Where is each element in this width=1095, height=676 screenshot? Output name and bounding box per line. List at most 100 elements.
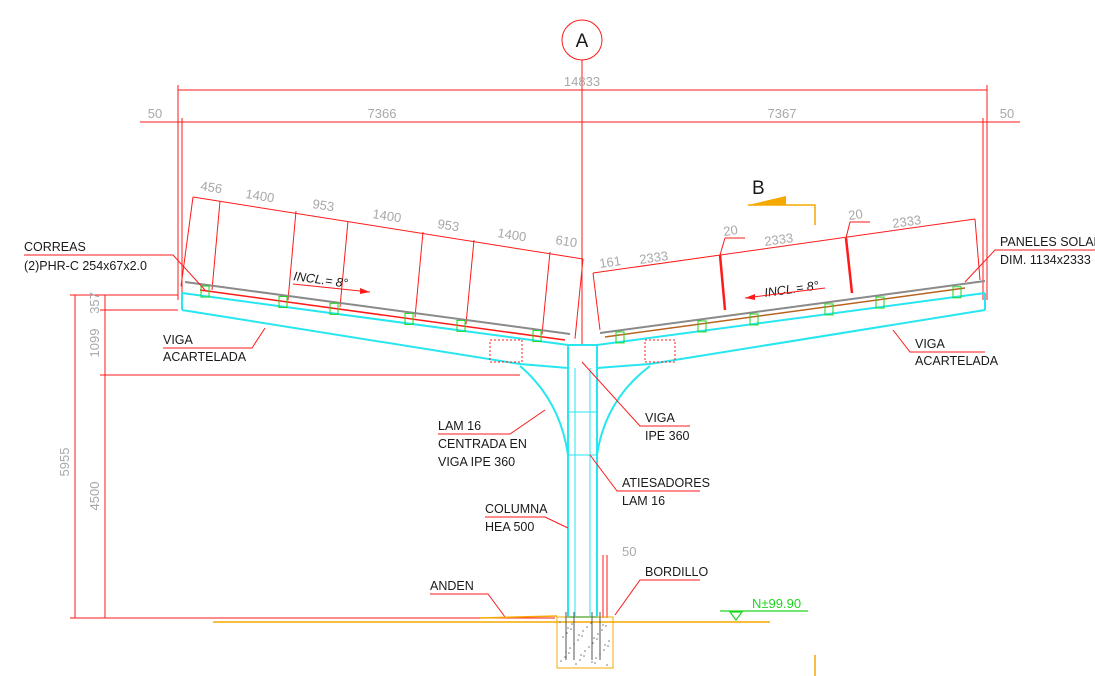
purlin xyxy=(200,285,210,298)
concrete-hatch xyxy=(559,621,561,623)
dim-5955: 5955 xyxy=(57,448,72,477)
concrete-hatch xyxy=(592,642,594,644)
concrete-hatch xyxy=(579,659,581,661)
concrete-hatch xyxy=(564,656,566,658)
concrete-hatch xyxy=(569,647,571,649)
label-ipe360: IPE 360 xyxy=(645,429,690,443)
level-text: N±99.90 xyxy=(752,596,801,611)
inclination-right: INCL.= 8° xyxy=(744,278,826,300)
dim-4500: 4500 xyxy=(87,482,102,511)
label-lam16: LAM 16 xyxy=(438,419,481,433)
right-beam-bottom xyxy=(596,309,986,369)
left-beam-bottom xyxy=(181,309,569,369)
dim-1099: 1099 xyxy=(87,329,102,358)
purlin xyxy=(456,319,466,332)
label-paneles-dim: DIM. 1134x2333 xyxy=(1000,253,1091,267)
concrete-hatch xyxy=(562,636,564,638)
dim-left-half: 7366 xyxy=(368,106,397,121)
purlin xyxy=(749,313,759,326)
right-solar-panel xyxy=(599,280,986,334)
concrete-hatch xyxy=(608,640,610,642)
dimension-extension-line xyxy=(339,220,349,308)
concrete-hatch xyxy=(571,623,573,625)
purlin xyxy=(278,296,288,309)
right-chain-dimensions: 161 2333 20 2333 20 2333 xyxy=(592,206,981,331)
label-centrada: CENTRADA EN xyxy=(438,437,527,451)
column-hea500 xyxy=(567,344,598,618)
concrete-hatch xyxy=(607,645,609,647)
label-viga-left: VIGA xyxy=(163,333,194,347)
concrete-hatch xyxy=(570,628,572,630)
concrete-hatch xyxy=(584,650,586,652)
concrete-hatch xyxy=(603,649,605,651)
concrete-hatch xyxy=(605,625,607,627)
dimension-extension-line xyxy=(414,231,424,318)
left-beam-top xyxy=(181,292,569,346)
right-beam-top xyxy=(596,292,986,346)
concrete-hatch xyxy=(604,644,606,646)
concrete-hatch xyxy=(593,637,595,639)
structure xyxy=(181,280,986,618)
label-viga-right: VIGA xyxy=(915,337,946,351)
label-acartelada-left: ACARTELADA xyxy=(163,350,247,364)
concrete-hatch xyxy=(586,626,588,628)
concrete-hatch xyxy=(595,657,597,659)
dim-2333: 2333 xyxy=(638,248,669,267)
annotations: CORREAS (2)PHR-C 254x67x2.0 PANELES SOLA… xyxy=(24,235,1095,618)
dim-1400: 1400 xyxy=(497,225,528,244)
purlin xyxy=(404,312,414,325)
dim-1400: 1400 xyxy=(245,186,276,205)
dim-953: 953 xyxy=(437,216,461,234)
left-bolt-group xyxy=(489,339,523,363)
purlin xyxy=(875,296,885,309)
axis-marker: A xyxy=(561,19,603,345)
dimension-extension-line xyxy=(180,196,194,287)
section-label: B xyxy=(752,178,765,199)
dimension-extension-line xyxy=(541,251,551,335)
right-bolt-group xyxy=(644,339,676,363)
footing xyxy=(556,616,614,669)
dim-right-half: 7367 xyxy=(768,106,797,121)
label-bordillo: BORDILLO xyxy=(645,565,708,579)
label-viga-ipe: VIGA IPE 360 xyxy=(438,455,515,469)
dim-2333: 2333 xyxy=(763,230,794,249)
purlin xyxy=(615,331,625,344)
left-solar-panel xyxy=(184,281,571,335)
purlin xyxy=(329,302,339,315)
dim-357: 357 xyxy=(87,292,102,314)
dim-2333: 2333 xyxy=(891,212,922,231)
concrete-hatch xyxy=(594,662,596,664)
dim-curb-50: 50 xyxy=(622,544,636,559)
purlin xyxy=(824,303,834,316)
label-acartelada-right: ACARTELADA xyxy=(915,354,999,368)
concrete-hatch xyxy=(597,633,599,635)
vertical-dimensions: 5955 357 1099 4500 xyxy=(57,292,555,619)
label-atiesadores-lam: LAM 16 xyxy=(622,494,665,508)
concrete-hatch xyxy=(578,634,580,636)
dimension-extension-line xyxy=(574,258,584,339)
level-triangle-icon xyxy=(728,611,744,621)
dimension-extension-line xyxy=(465,239,475,325)
left-haunch-plate xyxy=(519,365,569,456)
ground: N±99.90 xyxy=(213,596,816,676)
concrete-hatch xyxy=(583,655,585,657)
concrete-hatch xyxy=(560,660,562,662)
concrete-hatch xyxy=(575,663,577,665)
dimension-extension-line xyxy=(211,200,221,291)
label-paneles: PANELES SOLARES xyxy=(1000,235,1095,249)
concrete-hatch xyxy=(566,632,568,634)
dim-161: 161 xyxy=(598,253,622,271)
inclination-left: INCL.= 8° xyxy=(293,269,371,294)
concrete-hatch xyxy=(606,664,608,666)
label-columna: COLUMNA xyxy=(485,502,548,516)
dimension-extension-line xyxy=(287,210,297,301)
purlin xyxy=(952,286,962,299)
right-haunch-plate xyxy=(596,365,651,456)
label-hea500: HEA 500 xyxy=(485,520,534,534)
label-viga: VIGA xyxy=(645,411,676,425)
label-anden: ANDEN xyxy=(430,579,474,593)
concrete-hatch xyxy=(581,635,583,637)
dim-overall: 14833 xyxy=(564,74,600,89)
concrete-hatch xyxy=(590,622,592,624)
